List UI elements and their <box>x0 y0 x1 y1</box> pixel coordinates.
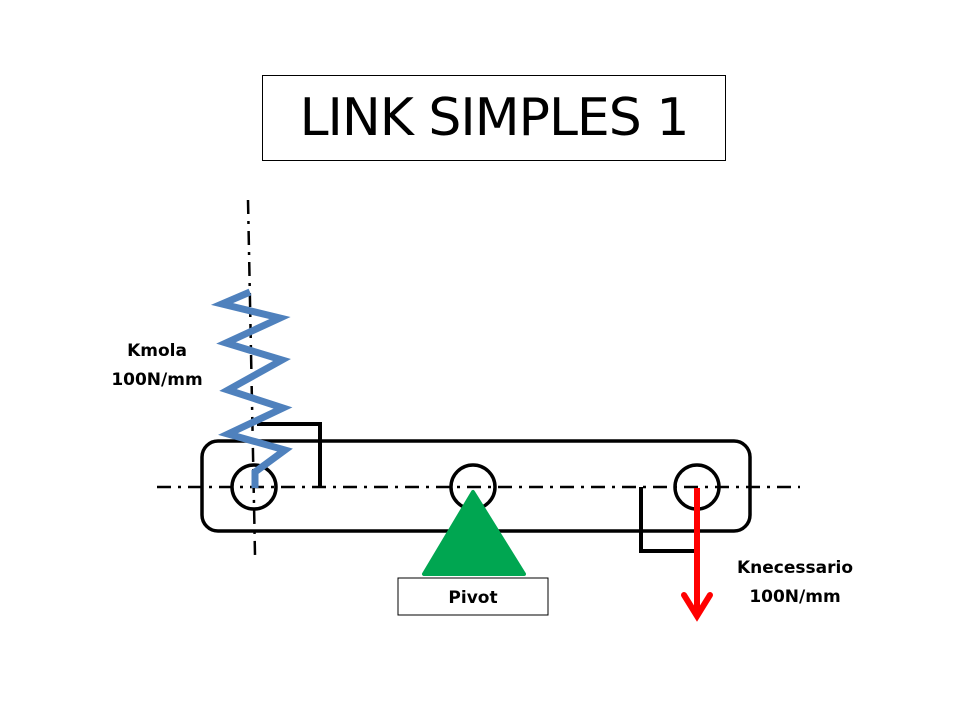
spring-label-value: 100N/mm <box>111 370 202 390</box>
left-hole <box>230 463 278 511</box>
pivot-label: Pivot <box>448 588 497 608</box>
pivot-label-box <box>397 577 549 616</box>
force-arrow-head-icon <box>681 592 713 622</box>
diagram-title: LINK SIMPLES 1 <box>262 75 726 161</box>
force-label-name: Knecessario <box>737 558 853 578</box>
spring-label-name: Kmola <box>127 341 187 361</box>
spring-icon <box>210 288 293 488</box>
left-lever-bracket <box>257 422 322 487</box>
right-lever-bracket <box>639 487 697 553</box>
force-label-value: 100N/mm <box>749 587 840 607</box>
pivot-triangle-icon <box>422 490 526 576</box>
